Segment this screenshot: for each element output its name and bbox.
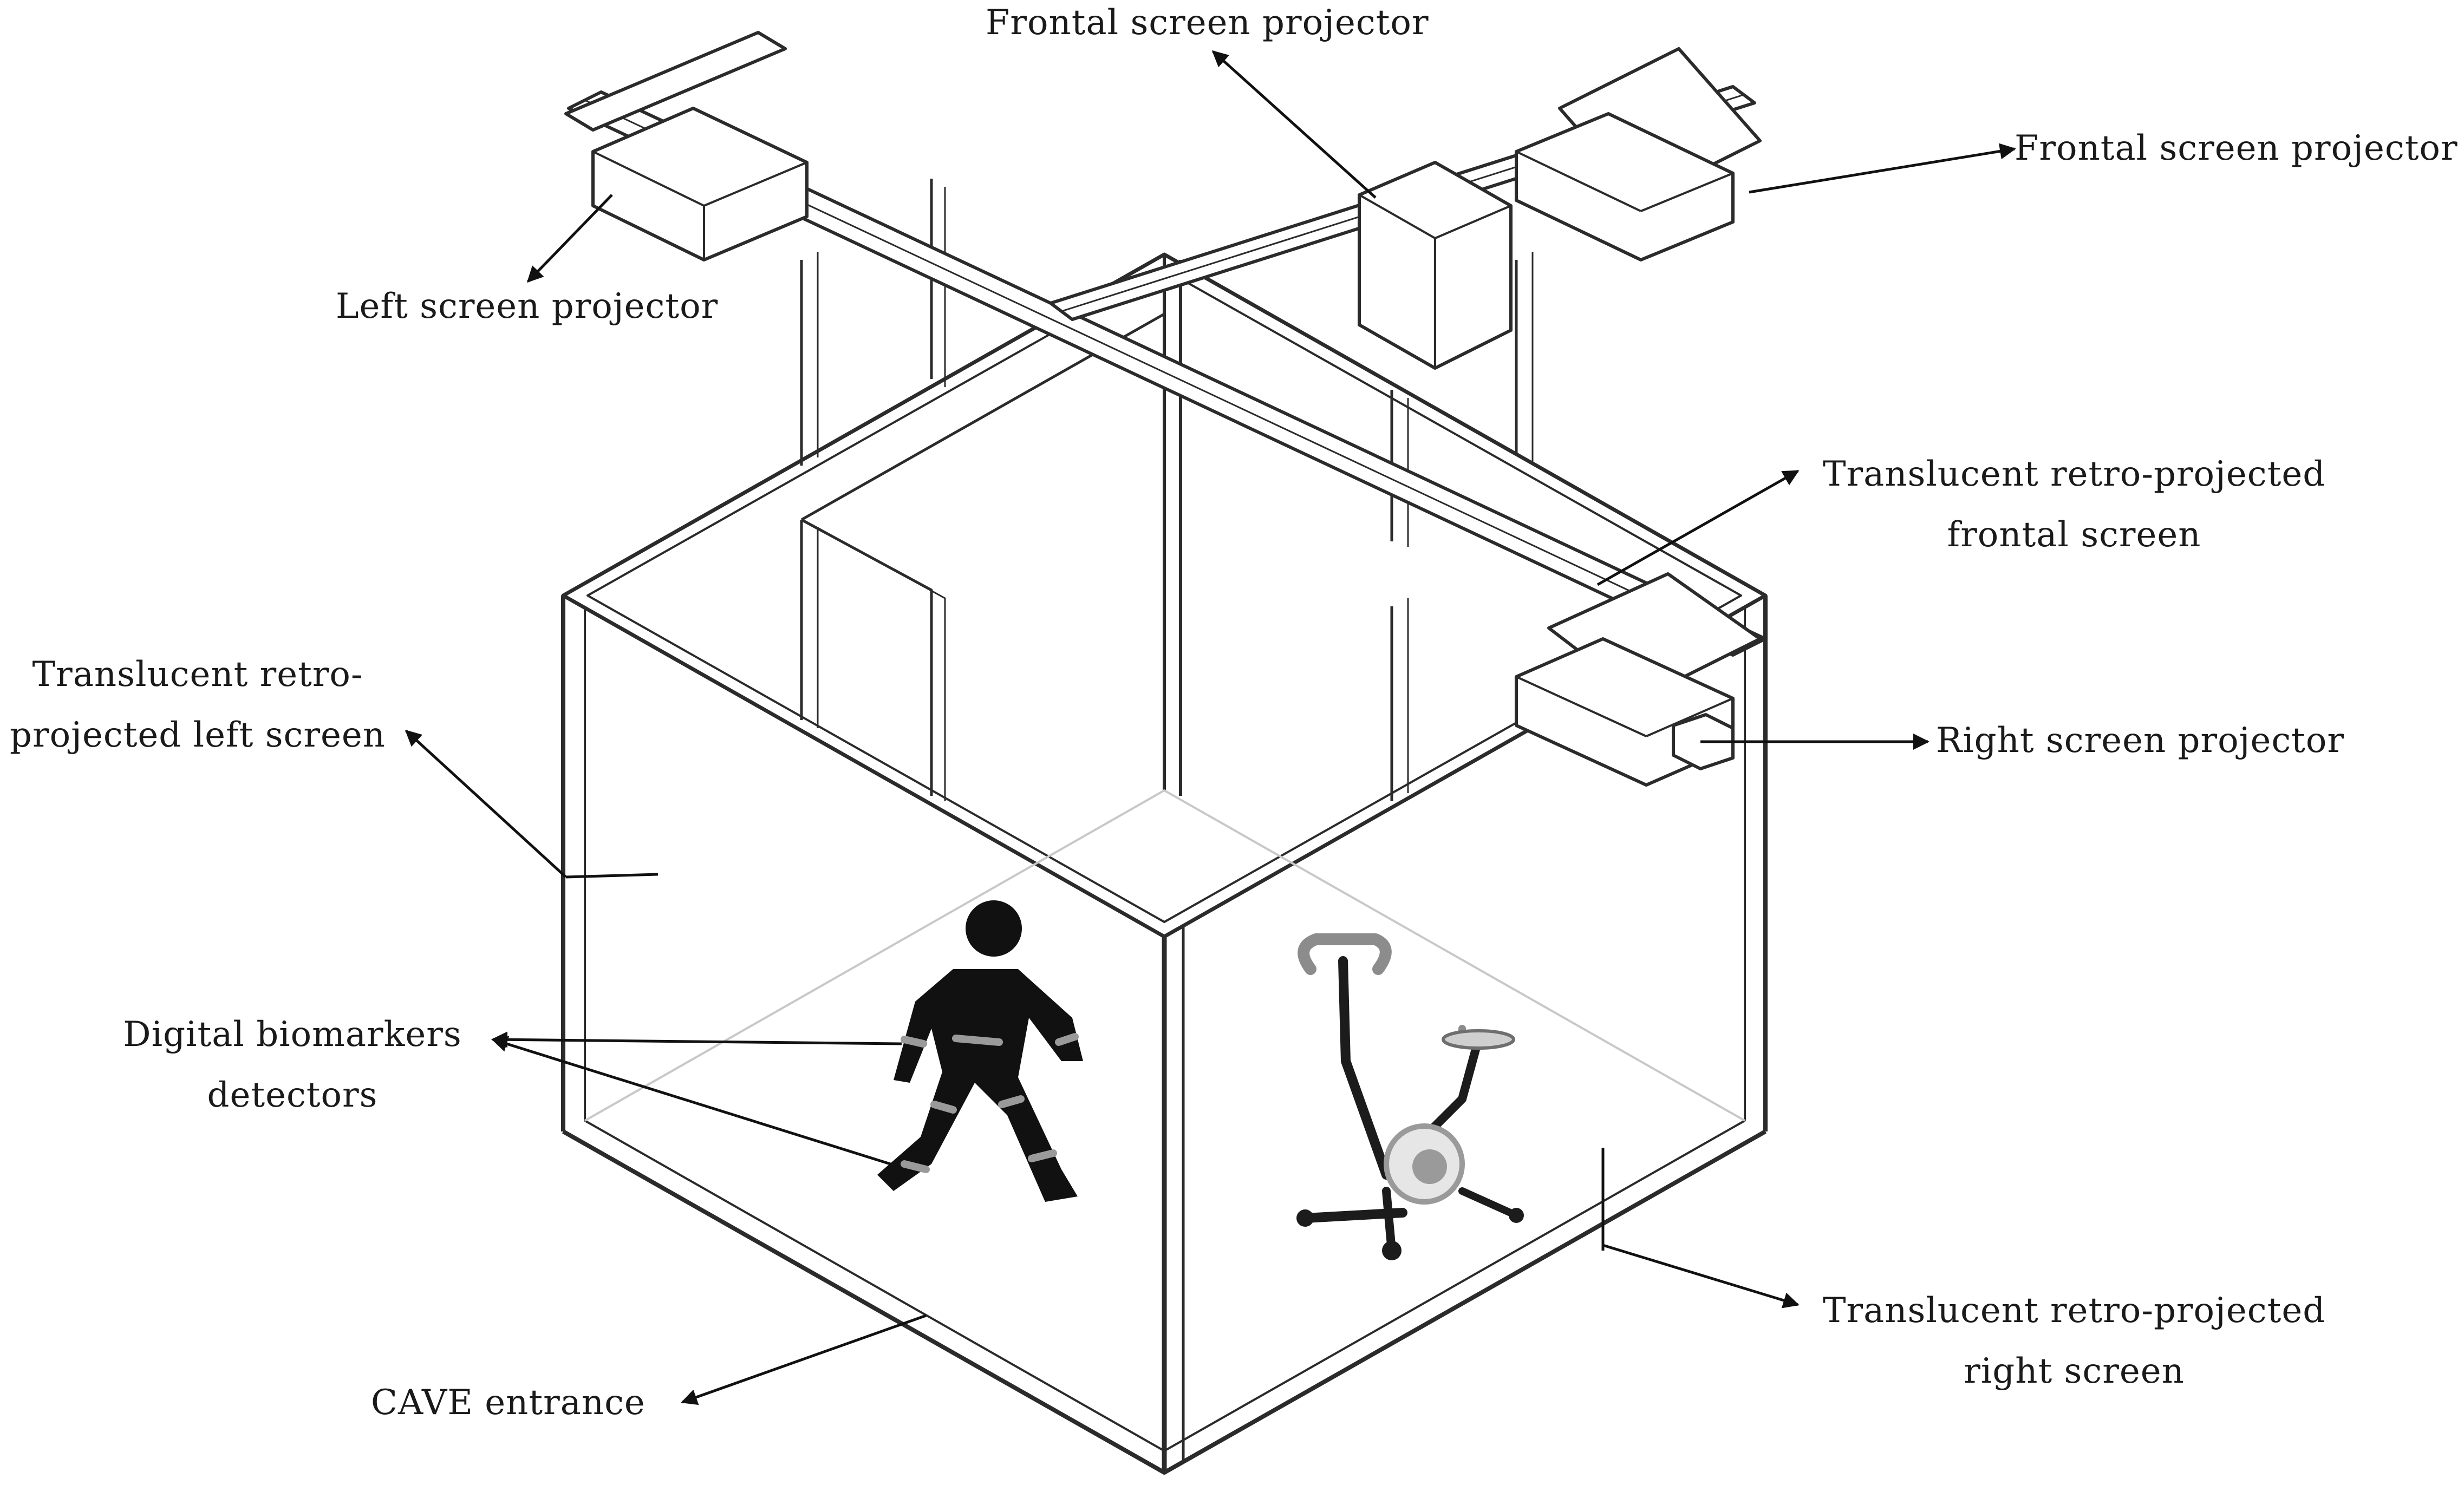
- arrow-right-screen: [1602, 1244, 1800, 1309]
- label-left-screen: Translucent retro- projected left screen: [0, 644, 395, 766]
- label-text: Right screen projector: [1936, 721, 2344, 761]
- label-text-line2: detectors: [207, 1075, 378, 1115]
- arrow-left-screen-tail: [565, 873, 659, 879]
- label-right-projector: Right screen projector: [1936, 710, 2344, 771]
- projectors: [591, 107, 1735, 787]
- person-figure: [877, 900, 1083, 1202]
- label-text-line2: projected left screen: [10, 715, 386, 755]
- label-text-line2: frontal screen: [1947, 515, 2201, 555]
- label-frontal-projector-top: Frontal screen projector: [986, 0, 1429, 53]
- label-text-line2: right screen: [1964, 1351, 2185, 1391]
- arrow-frontal-screen: [1596, 469, 1800, 586]
- cave-frame: [561, 179, 1768, 1475]
- arrow-biomarker-upper: [491, 1031, 902, 1048]
- label-frontal-projector-right: Frontal screen projector: [2015, 118, 2458, 179]
- exercise-bike: [1296, 933, 1524, 1260]
- label-text: Frontal screen projector: [2015, 128, 2458, 168]
- label-biomarkers: Digital biomarkers detectors: [103, 1004, 482, 1126]
- label-right-screen: Translucent retro-projected right screen: [1803, 1280, 2345, 1402]
- arrow-frontal-projector-top: [1211, 50, 1377, 199]
- label-text-line1: Translucent retro-: [32, 655, 363, 695]
- arrow-frontal-projector-right: [1749, 143, 2016, 194]
- label-frontal-screen: Translucent retro-projected frontal scre…: [1803, 444, 2345, 565]
- arrow-cave-entrance: [681, 1314, 927, 1405]
- label-text: Left screen projector: [336, 286, 719, 326]
- arrow-left-projector: [526, 194, 613, 283]
- label-left-projector: Left screen projector: [336, 276, 718, 337]
- arrow-left-screen: [405, 729, 567, 878]
- annotation-arrows: [405, 50, 2016, 1405]
- label-text-line1: Translucent retro-projected: [1822, 454, 2326, 494]
- label-text: CAVE entrance: [371, 1383, 646, 1423]
- biomarker-sensors: [901, 1033, 1079, 1173]
- label-text: Frontal screen projector: [986, 3, 1429, 43]
- label-text-line1: Digital biomarkers: [123, 1015, 462, 1055]
- label-text-line1: Translucent retro-projected: [1822, 1291, 2326, 1331]
- arrow-biomarker-lower: [491, 1036, 899, 1168]
- label-cave-entrance: CAVE entrance: [371, 1372, 646, 1433]
